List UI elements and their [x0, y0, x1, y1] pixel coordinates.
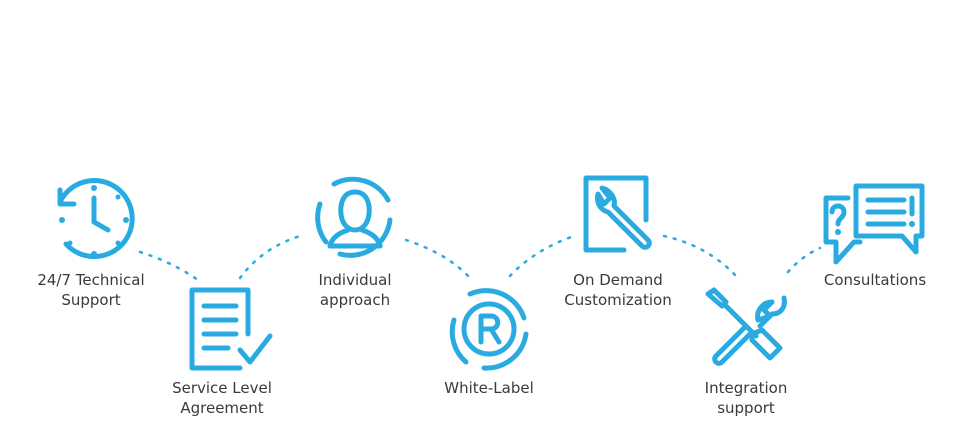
tools-icon — [705, 287, 787, 366]
step-label: Integration support — [704, 379, 788, 417]
connector-6-7 — [786, 246, 822, 274]
step-label: Consultations — [823, 271, 927, 289]
connector-1-2 — [138, 250, 200, 282]
chat-bubbles-icon — [823, 183, 925, 265]
document-check-icon — [189, 287, 273, 371]
step-label: Service Level Agreement — [172, 379, 272, 417]
user-icon — [315, 176, 393, 258]
step-label: 24/7 Technical Support — [37, 271, 145, 309]
registered-trademark-icon — [449, 288, 529, 371]
wrench-document-icon — [583, 175, 652, 253]
step-label: On Demand Customization — [564, 271, 672, 309]
connector-3-4 — [404, 238, 472, 280]
step-label: White-Label — [444, 379, 534, 397]
step-label: Individual approach — [318, 271, 392, 309]
connector-5-6 — [662, 234, 738, 278]
clock-icon — [57, 178, 135, 260]
